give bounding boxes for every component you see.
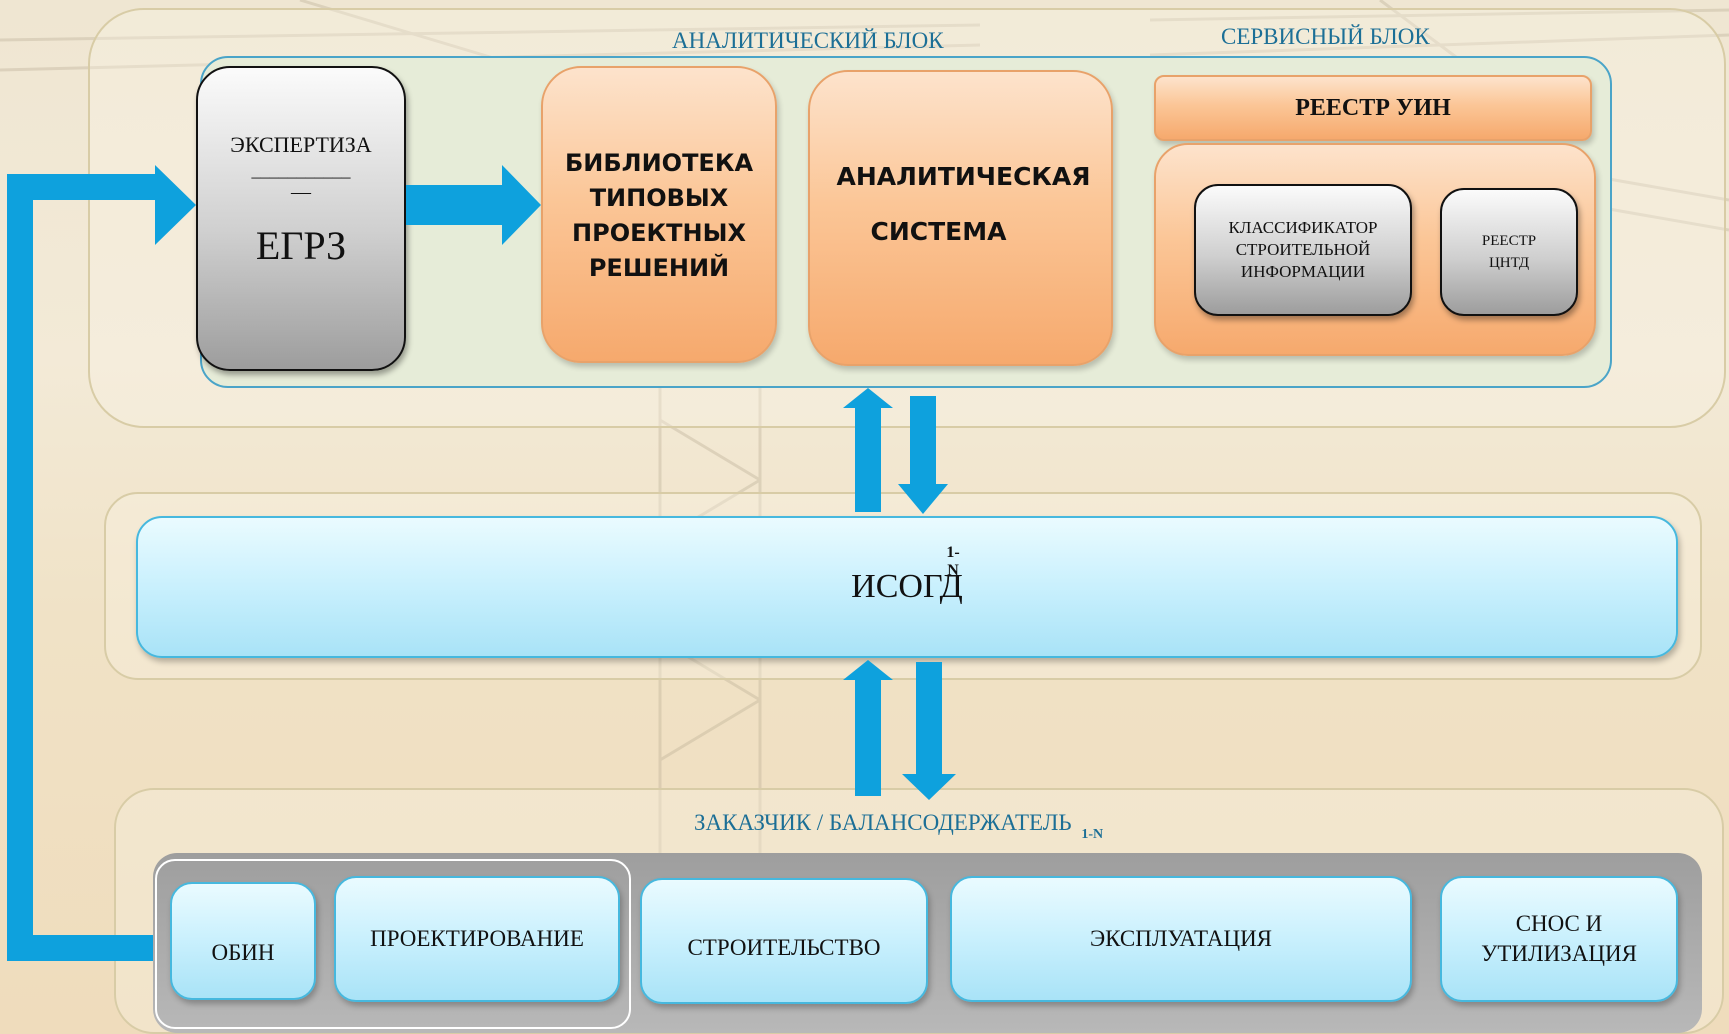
registry-cntd-box[interactable]: РЕЕСТР ЦНТД <box>1440 188 1578 316</box>
stage-demolition[interactable]: СНОС И УТИЛИЗАЦИЯ <box>1440 876 1678 1002</box>
customer-title-text: ЗАКАЗЧИК / БАЛАНСОДЕРЖАТЕЛЬ <box>694 810 1072 835</box>
stage-design[interactable]: ПРОЕКТИРОВАНИЕ <box>334 876 620 1002</box>
classifier-box[interactable]: КЛАССИФИКАТОР СТРОИТЕЛЬНОЙ ИНФОРМАЦИИ <box>1194 184 1412 316</box>
classifier-line-3: ИНФОРМАЦИИ <box>1240 262 1366 281</box>
isogd-box[interactable]: ИСОГД 1-N <box>136 516 1678 658</box>
library-line-4: РЕШЕНИЙ <box>588 254 730 282</box>
isogd-label: ИСОГД <box>851 568 963 605</box>
service-block-title: СЕРВИСНЫЙ БЛОК <box>1221 24 1430 49</box>
customer-subscript: 1-N <box>1081 827 1104 842</box>
library-box[interactable]: БИБЛИОТЕКА ТИПОВЫХ ПРОЕКТНЫХ РЕШЕНИЙ <box>541 66 777 363</box>
customer-block-title: ЗАКАЗЧИК / БАЛАНСОДЕРЖАТЕЛЬ 1-N <box>694 810 1254 842</box>
expertiza-dash: — <box>291 181 311 203</box>
expertiza-label: ЭКСПЕРТИЗА <box>230 132 372 157</box>
expertiza-underline: ___________ <box>251 160 351 180</box>
library-line-1: БИБЛИОТЕКА <box>564 149 754 177</box>
library-line-3: ПРОЕКТНЫХ <box>572 219 746 247</box>
analytic-system-box[interactable]: АНАЛИТИЧЕСКАЯ СИСТЕМА <box>808 70 1113 366</box>
stage-obin[interactable]: ОБИН <box>170 882 316 1000</box>
classifier-line-1: КЛАССИФИКАТОР <box>1228 218 1378 237</box>
registry-cntd-line-1: РЕЕСТР <box>1481 233 1537 249</box>
demolition-line-2: УТИЛИЗАЦИЯ <box>1481 941 1637 966</box>
expertiza-egrz-box[interactable]: ЭКСПЕРТИЗА ___________ — ЕГРЗ <box>196 66 406 371</box>
analytic-system-line-1: АНАЛИТИЧЕСКАЯ <box>836 162 1091 191</box>
demolition-line-1: СНОС И <box>1515 911 1603 936</box>
egrz-label: ЕГРЗ <box>255 223 347 268</box>
registry-cntd-line-2: ЦНТД <box>1488 255 1530 271</box>
stage-operation[interactable]: ЭКСПЛУАТАЦИЯ <box>950 876 1412 1002</box>
classifier-line-2: СТРОИТЕЛЬНОЙ <box>1235 240 1371 259</box>
library-line-2: ТИПОВЫХ <box>589 184 729 212</box>
analytic-system-line-2: СИСТЕМА <box>870 217 1007 246</box>
registry-uin-header[interactable]: РЕЕСТР УИН <box>1154 75 1592 141</box>
stage-construction[interactable]: СТРОИТЕЛЬСТВО <box>640 878 928 1004</box>
isogd-superscript: 1-N <box>946 544 960 579</box>
analytic-block-title: АНАЛИТИЧЕСКИЙ БЛОК <box>672 28 944 53</box>
obin-design-group <box>155 859 631 1029</box>
